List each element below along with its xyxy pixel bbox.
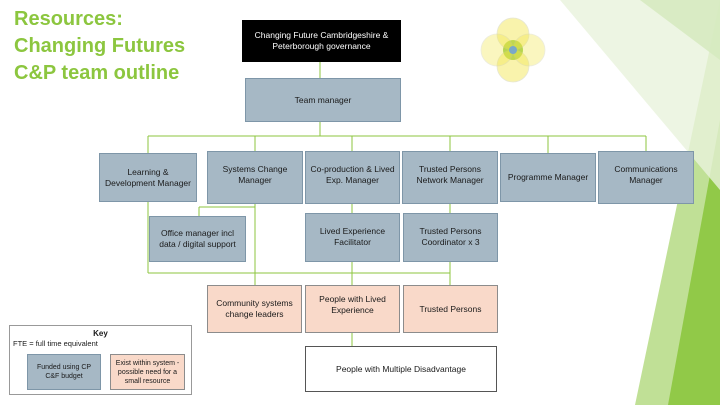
- programme-manager-box: Programme Manager: [500, 153, 596, 202]
- coproduction-manager-box: Co-production & Lived Exp. Manager: [305, 151, 400, 204]
- slide-title: Resources: Changing Futures C&P team out…: [14, 6, 234, 87]
- green-shard-light: [560, 0, 720, 190]
- title-line-2: Changing Futures: [14, 35, 186, 57]
- title-line-3: C&P team outline: [14, 62, 180, 84]
- key-exist-swatch: Exist within system - possible need for …: [110, 354, 185, 390]
- systems-change-manager-box: Systems Change Manager: [207, 151, 303, 204]
- key-legend: Key FTE = full time equivalent Funded us…: [9, 325, 192, 395]
- key-title: Key: [93, 329, 108, 338]
- governance-box: Changing Future Cambridgeshire & Peterbo…: [242, 20, 401, 62]
- learning-development-manager-box: Learning & Development Manager: [99, 153, 197, 202]
- green-shard-top: [640, 0, 720, 60]
- title-line-1: Resources:: [14, 8, 123, 30]
- lived-experience-facilitator-box: Lived Experience Facilitator: [305, 213, 400, 262]
- office-manager-box: Office manager incl data / digital suppo…: [149, 216, 246, 262]
- people-with-lived-experience-box: People with Lived Experience: [305, 285, 400, 333]
- key-funded-swatch: Funded using CP C&F budget: [27, 354, 101, 390]
- communications-manager-box: Communications Manager: [598, 151, 694, 204]
- team-manager-box: Team manager: [245, 78, 401, 122]
- overlapping-circles-flower-icon: [480, 17, 546, 83]
- trusted-persons-network-manager-box: Trusted Persons Network Manager: [402, 151, 498, 204]
- trusted-persons-coordinator-box: Trusted Persons Coordinator x 3: [403, 213, 498, 262]
- community-systems-change-leaders-box: Community systems change leaders: [207, 285, 302, 333]
- green-shard-dark: [668, 120, 720, 405]
- trusted-persons-box: Trusted Persons: [403, 285, 498, 333]
- people-with-multiple-disadvantage-box: People with Multiple Disadvantage: [305, 346, 497, 392]
- key-fte-note: FTE = full time equivalent: [13, 339, 98, 348]
